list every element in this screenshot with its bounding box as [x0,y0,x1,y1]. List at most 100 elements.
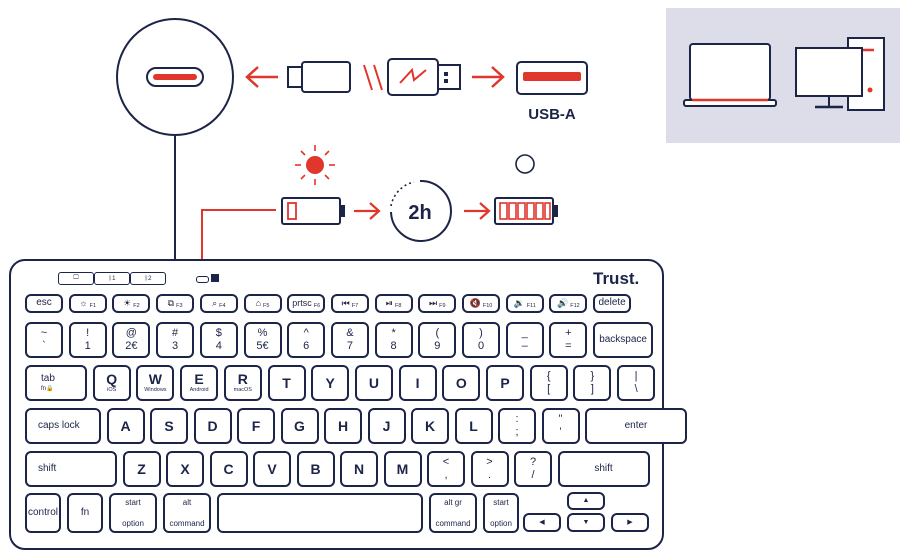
arrow-glyph: ▶ [627,518,633,526]
letter-key[interactable]: Z [122,451,161,487]
modifier-key[interactable]: caps lock [25,408,101,444]
letter-key[interactable]: J [367,408,406,444]
symbol-key[interactable]: )0 [462,322,500,358]
function-key[interactable]: ☀F2 [112,294,151,313]
letter-key[interactable]: B [296,451,335,487]
symbol-key[interactable]: }] [573,365,612,401]
modifier-key[interactable]: delete [593,294,632,313]
symbol-key[interactable]: |\ [617,365,656,401]
function-key[interactable]: 🔊F12 [549,294,588,313]
function-key[interactable]: ⏮F7 [330,294,369,313]
symbol-key[interactable]: "’ [541,408,580,444]
function-key[interactable]: ⧉F3 [156,294,195,313]
symbol-key[interactable]: %5€ [243,322,282,358]
modifier-key[interactable]: shift [25,451,117,487]
symbol-key[interactable]: $4 [199,322,238,358]
symbol-key[interactable]: ~` [25,322,63,358]
function-key[interactable]: ⏭F9 [418,294,457,313]
symbol-key[interactable]: &7 [330,322,369,358]
key-fn-label: F7 [351,303,359,310]
letter-key[interactable]: L [454,408,493,444]
symbol-key[interactable]: {[ [529,365,568,401]
key-icon: ☀ [123,297,132,308]
letter-key[interactable]: H [324,408,362,444]
modifier-key[interactable]: control [25,493,61,533]
symbol-key[interactable]: _– [505,322,544,358]
letter-key[interactable]: I [398,365,437,401]
led-off-icon [515,154,535,174]
letter-key[interactable]: P [486,365,524,401]
symbol-key[interactable]: :; [498,408,536,444]
desktop-icon[interactable]: 🖵 [58,272,94,285]
symbol-key[interactable]: >. [470,451,509,487]
key-sub-label: iOS [107,386,117,393]
modifier-key[interactable]: shift [557,451,650,487]
letter-key[interactable]: V [253,451,291,487]
symbol-key[interactable]: #3 [156,322,195,358]
function-key[interactable]: 🔉F11 [505,294,544,313]
symbol-key[interactable]: ^6 [287,322,326,358]
key-bottom-label: command [169,518,205,528]
letter-key[interactable]: C [209,451,248,487]
letter-key[interactable]: A [106,408,145,444]
arrow-down-key[interactable]: ▼ [567,513,605,532]
key-label: W [148,371,162,388]
key-top-label: * [391,327,396,339]
symbol-key[interactable]: += [549,322,588,358]
charging-indicator [196,276,209,283]
bluetooth-2-icon[interactable]: ᛒ2 [130,272,166,285]
letter-key[interactable]: N [340,451,378,487]
function-key[interactable]: 🔇F10 [462,294,500,313]
symbol-key[interactable]: @2€ [112,322,151,358]
modifier-key[interactable]: esc [25,294,63,313]
arrow-left-key[interactable]: ◀ [523,513,561,532]
modifier-key[interactable]: fn [67,493,103,533]
modifier-key[interactable]: backspace [593,322,654,358]
key-top-label: & [346,327,354,339]
space-key[interactable] [217,493,423,533]
modifier-key[interactable]: enter [585,408,687,444]
arrow-up-key[interactable]: ▲ [567,492,605,510]
letter-key[interactable]: G [280,408,319,444]
letter-key[interactable]: S [150,408,188,444]
letter-key[interactable]: D [193,408,232,444]
symbol-key[interactable]: *8 [374,322,413,358]
letter-key[interactable]: O [442,365,481,401]
function-key[interactable]: ⏯F8 [374,294,413,313]
symbol-key[interactable]: !1 [68,322,107,358]
letter-key[interactable]: F [237,408,275,444]
letter-key[interactable]: T [267,365,306,401]
arrow-right-key[interactable]: ▶ [611,513,649,532]
letter-key[interactable]: K [411,408,449,444]
caps-indicator [211,274,219,282]
key-icon: prtsc [292,297,312,308]
function-key[interactable]: ☼F1 [68,294,107,313]
key-bottom-label: option [490,518,512,528]
key-sub-label: Android [189,386,209,393]
letter-key[interactable]: Y [311,365,350,401]
symbol-key[interactable]: (9 [418,322,457,358]
bluetooth-1-icon[interactable]: ᛒ1 [94,272,130,285]
key-bottom-label: / [531,469,535,482]
symbol-key[interactable]: ?/ [514,451,552,487]
symbol-key[interactable]: <, [427,451,465,487]
function-key[interactable]: ⌂F5 [243,294,282,313]
key-label: Y [325,374,335,391]
key-fn-label: F4 [219,303,226,310]
letter-key[interactable]: X [166,451,204,487]
function-key[interactable]: ⌕F4 [199,294,238,313]
letter-key[interactable]: M [383,451,422,487]
letter-key[interactable]: U [354,365,393,401]
key-label: backspace [599,333,647,345]
